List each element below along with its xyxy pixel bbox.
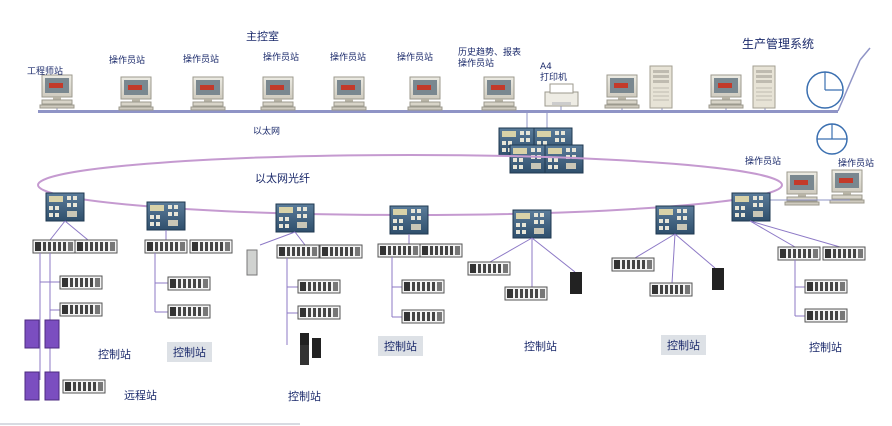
control-station-label: 控制站 [288, 390, 321, 403]
history-operator-workstation [481, 76, 517, 111]
globe-icon [816, 123, 848, 155]
operator-workstation [829, 169, 865, 204]
operator-workstation [407, 76, 443, 111]
management-workstation [708, 74, 744, 109]
remote-station-label: 远程站 [124, 389, 157, 402]
control-station-rack [611, 233, 724, 297]
ring-switch [45, 192, 85, 222]
ethernet-bus [38, 47, 871, 128]
fiber-ring-label: 以太网光纤 [255, 172, 310, 185]
control-station-label: 控制站 [98, 348, 131, 361]
operator-workstation [260, 76, 296, 111]
control-station-label: 控制站 [524, 340, 557, 353]
control-station-label: 控制站 [809, 341, 842, 354]
ring-switch [146, 201, 186, 231]
control-station-label: 控制站 [661, 335, 706, 355]
page-title: 主控室 [246, 30, 279, 43]
control-station-rack [467, 237, 582, 301]
station-label: 操作员站 [183, 55, 220, 65]
control-station-rack [377, 234, 463, 324]
printer-label: A4 打印机 [540, 62, 568, 83]
ring-switch [275, 203, 315, 233]
ring-switch [512, 209, 552, 239]
management-system-label: 生产管理系统 [742, 37, 815, 51]
operator-workstation [190, 76, 226, 111]
operator-workstation [118, 76, 154, 111]
station-label: 操作员站 [397, 53, 434, 63]
station-label: 历史趋势、报表操作员站 [458, 48, 522, 69]
station-label: 操作员站 [263, 53, 300, 63]
control-station-rack [24, 220, 118, 401]
station-label: 操作员站 [330, 53, 367, 63]
ring-switch [731, 192, 771, 222]
control-station-label: 控制站 [167, 342, 212, 362]
station-label: 操作员站 [745, 157, 782, 167]
core-switch-cluster [498, 127, 584, 174]
ethernet-label: 以太网 [253, 127, 281, 137]
operator-workstation [331, 76, 367, 111]
server-icon [752, 65, 776, 109]
control-station-rack [144, 230, 233, 319]
management-workstation [604, 74, 640, 109]
station-label: 工程师站 [27, 67, 64, 77]
station-label: 操作员站 [109, 56, 146, 66]
station-label: 操作员站 [838, 159, 875, 169]
ring-switch [655, 205, 695, 235]
server-icon [649, 65, 673, 109]
printer-icon [544, 83, 579, 107]
control-station-rack [749, 220, 866, 323]
control-station-label: 控制站 [378, 336, 423, 356]
globe-icon [806, 71, 844, 109]
control-station-rack [246, 231, 363, 365]
engineer-workstation [39, 74, 75, 109]
ring-switch [389, 205, 429, 235]
